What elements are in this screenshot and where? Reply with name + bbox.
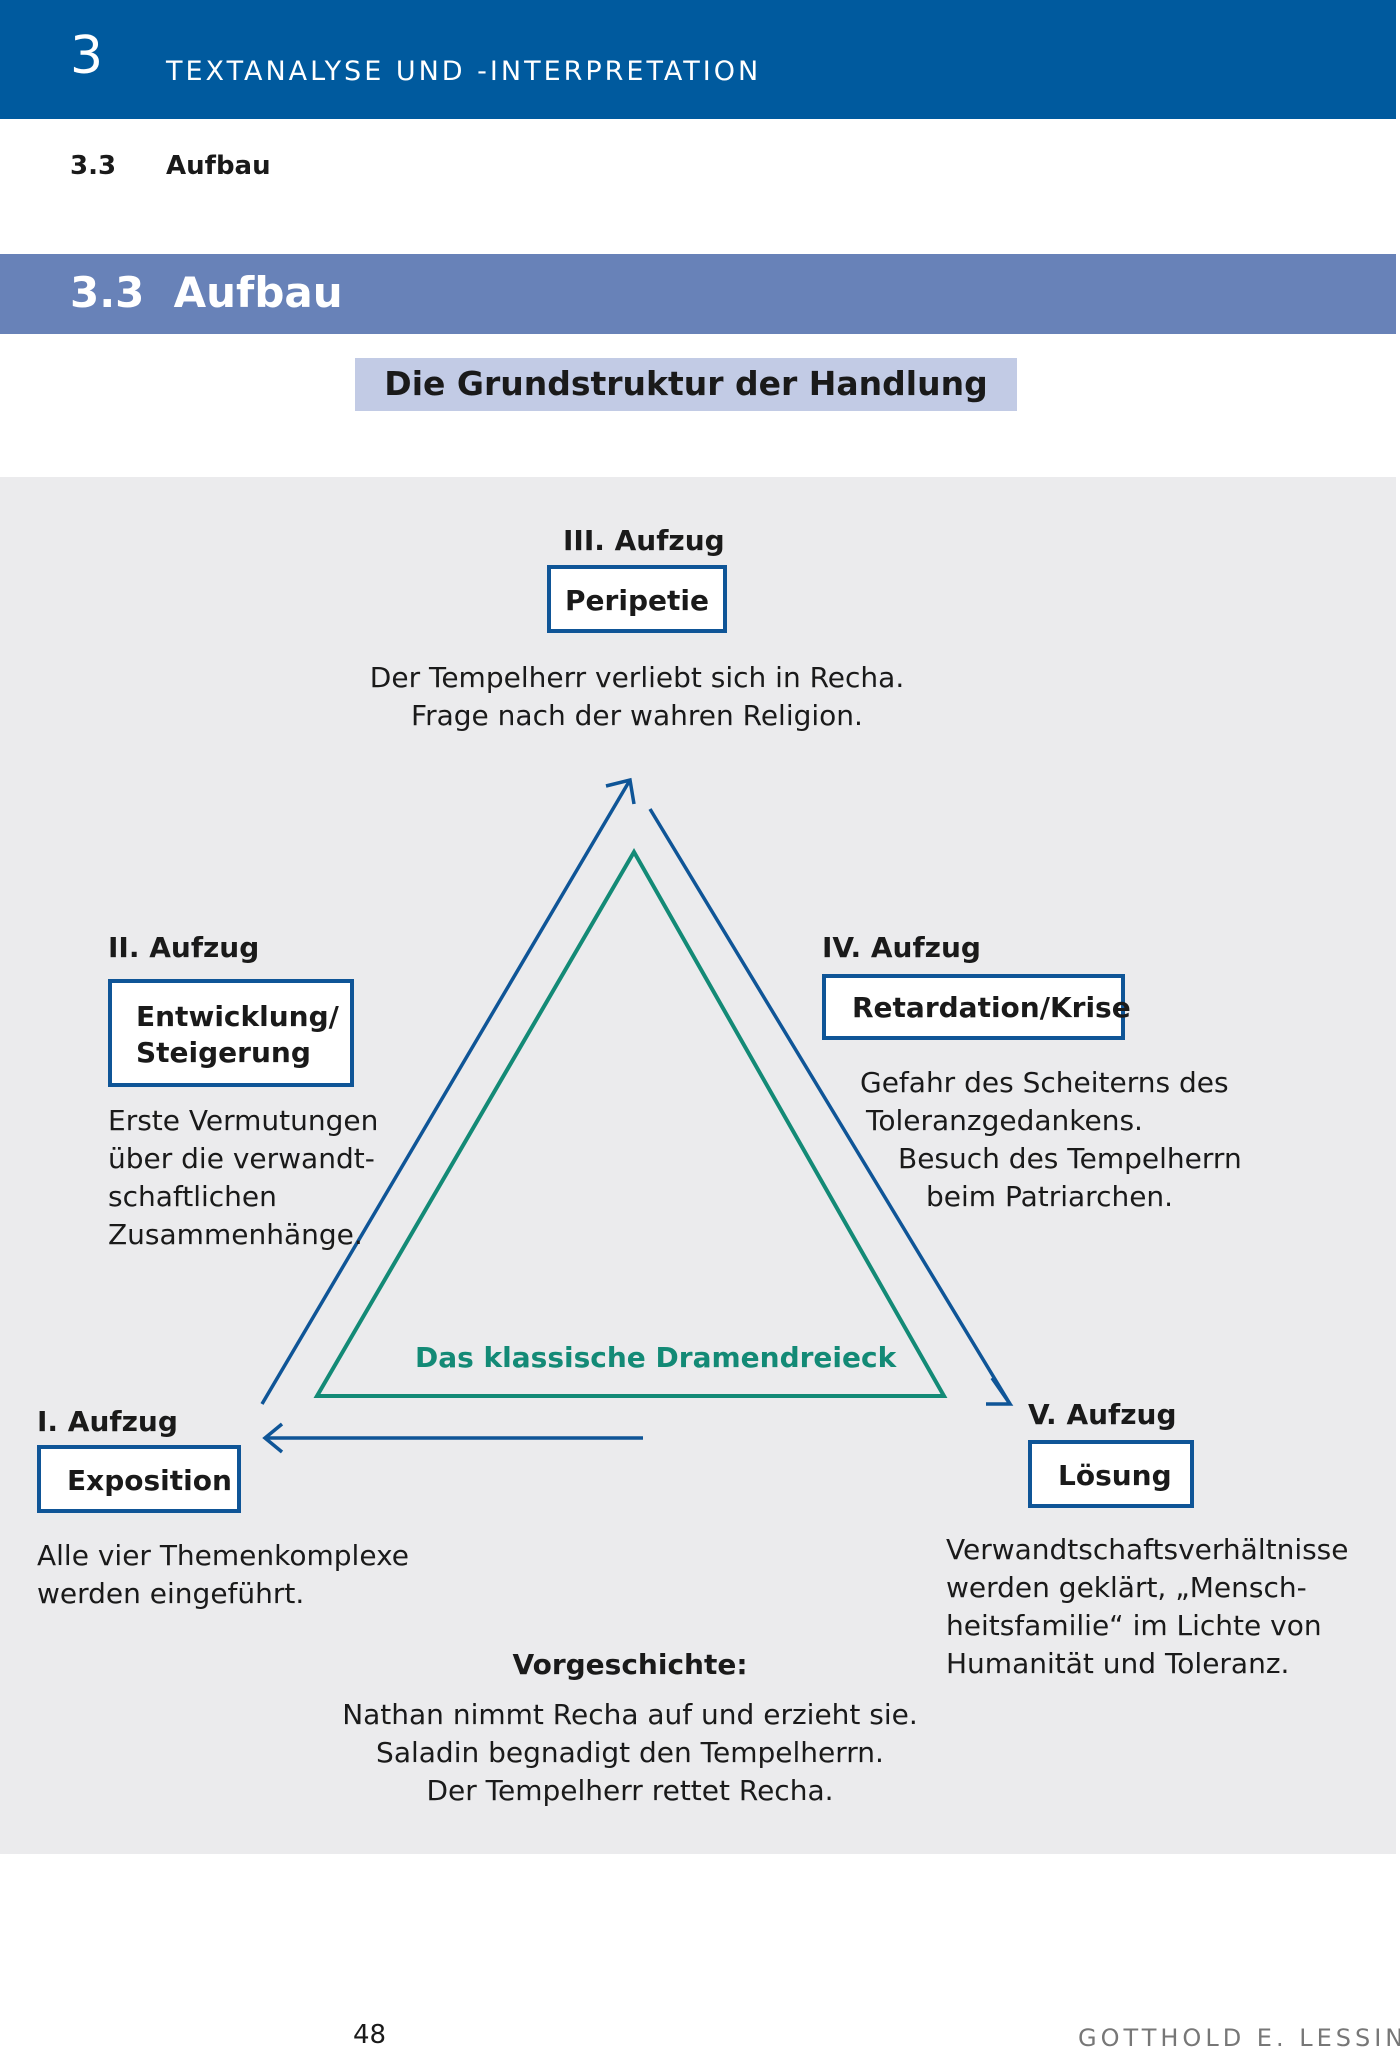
act4-desc-line: beim Patriarchen.	[926, 1180, 1174, 1213]
act5-desc-line: Verwandtschaftsverhältnisse	[946, 1533, 1349, 1566]
act2-stage-line: Entwicklung/	[136, 1000, 339, 1033]
act1-description: Alle vier Themenkomplexe werden eingefüh…	[37, 1537, 409, 1613]
act1-label: I. Aufzug	[37, 1405, 178, 1438]
act3-label: III. Aufzug	[563, 524, 725, 557]
act3-description: Der Tempelherr verliebt sich in Recha. F…	[337, 659, 937, 735]
act5-label: V. Aufzug	[1028, 1398, 1177, 1431]
act2-description: Erste Vermutungen über die verwandt- sch…	[108, 1102, 378, 1254]
arrow-rise-head	[605, 777, 636, 805]
act5-desc-line: heitsfamilie“ im Lichte von	[946, 1609, 1322, 1642]
act5-stage-box: Lösung	[1028, 1440, 1194, 1508]
act1-desc-line: Alle vier Themenkomplexe	[37, 1539, 409, 1572]
subsection-title: Aufbau	[166, 151, 271, 181]
chapter-title: TEXTANALYSE UND -INTERPRETATION	[166, 56, 762, 87]
arrow-fall-head	[986, 1377, 1014, 1406]
act1-desc-line: werden eingeführt.	[37, 1577, 305, 1610]
act2-desc-line: über die verwandt-	[108, 1142, 375, 1175]
act5-description: Verwandtschaftsverhältnisse werden geklä…	[946, 1531, 1349, 1683]
act4-desc-line: Toleranzgedankens.	[866, 1104, 1143, 1137]
vorgeschichte-desc-line: Nathan nimmt Recha auf und erzieht sie.	[342, 1698, 918, 1731]
section-title: 3.3 Aufbau	[70, 268, 343, 317]
act2-stage-box: Entwicklung/ Steigerung	[108, 979, 354, 1087]
act3-desc-line: Der Tempelherr verliebt sich in Recha.	[369, 661, 905, 694]
act3-stage: Peripetie	[565, 584, 709, 617]
act2-label: II. Aufzug	[108, 931, 260, 964]
act2-stage-line: Steigerung	[136, 1036, 311, 1070]
act4-stage: Retardation/Krise	[852, 991, 1131, 1024]
arrow-vorgeschichte-head	[262, 1422, 284, 1454]
act2-desc-line: Erste Vermutungen	[108, 1104, 379, 1137]
diagram-panel	[0, 477, 1396, 1854]
act1-stage: Exposition	[67, 1464, 232, 1497]
act3-desc-line: Frage nach der wahren Religion.	[411, 699, 863, 732]
vorgeschichte-desc-line: Saladin begnadigt den Tempelherrn.	[376, 1736, 884, 1769]
act3-stage-box: Peripetie	[547, 565, 727, 633]
act5-desc-line: werden geklärt, „Mensch-	[946, 1571, 1307, 1604]
footer-author: GOTTHOLD E. LESSING	[1078, 2024, 1400, 2052]
page-number: 48	[353, 2020, 387, 2050]
triangle-label: Das klassische Dramendreieck	[415, 1341, 897, 1374]
act4-stage-box: Retardation/Krise	[822, 974, 1131, 1040]
chapter-number: 3	[70, 26, 104, 86]
act4-desc-line: Gefahr des Scheiterns des	[860, 1066, 1229, 1099]
arrow-fall	[648, 808, 1012, 1405]
section-bar	[0, 254, 1396, 334]
vorgeschichte-desc-line: Der Tempelherr rettet Recha.	[426, 1774, 834, 1807]
act4-description: Gefahr des Scheiterns des Toleranzgedank…	[860, 1064, 1242, 1216]
diagram-title: Die Grundstruktur der Handlung	[384, 364, 988, 403]
act2-desc-line: schaftlichen	[108, 1180, 277, 1213]
chapter-header-bar	[0, 0, 1396, 119]
act5-stage: Lösung	[1058, 1459, 1172, 1492]
vorgeschichte-label: Vorgeschichte:	[512, 1648, 748, 1681]
act2-desc-line: Zusammenhänge.	[108, 1218, 363, 1251]
drama-triangle	[313, 847, 948, 1398]
vorgeschichte-description: Nathan nimmt Recha auf und erzieht sie. …	[305, 1696, 955, 1810]
act5-desc-line: Humanität und Toleranz.	[946, 1647, 1290, 1680]
act4-label: IV. Aufzug	[822, 931, 981, 964]
subsection-number: 3.3	[70, 151, 117, 181]
diagram-title-box	[355, 358, 1017, 411]
arrow-rise	[260, 779, 632, 1405]
act4-desc-line: Besuch des Tempelherrn	[898, 1142, 1242, 1175]
act1-stage-box: Exposition	[37, 1445, 241, 1513]
